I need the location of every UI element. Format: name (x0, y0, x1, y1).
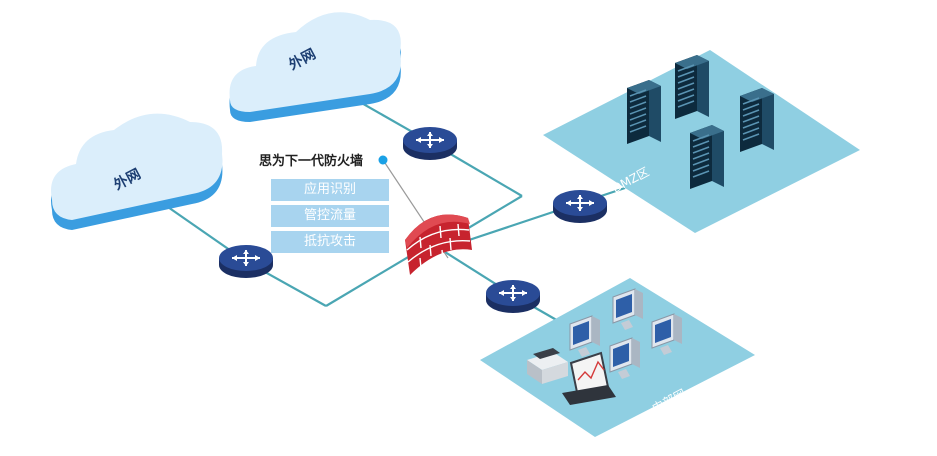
router-icon (218, 244, 274, 279)
dmz-zone: DMZ区 (543, 50, 860, 233)
link-up-to-firewall (325, 249, 421, 307)
feature-box-app-identification: 应用识别 (271, 179, 389, 201)
intranet-zone: 内部网 (480, 278, 755, 437)
printer-icon (527, 348, 568, 384)
feature-box-traffic-control: 管控流量 (271, 205, 389, 227)
router-icon (552, 189, 608, 224)
cloud-icon: 外网 (51, 113, 223, 230)
router-icon (402, 126, 458, 161)
cloud-icon: 外网 (229, 12, 401, 122)
server-rack-icon (739, 87, 775, 153)
laptop-icon (562, 351, 616, 405)
server-rack-icon (626, 79, 662, 145)
router-icon (485, 279, 541, 314)
server-rack-icon (674, 54, 710, 120)
feature-box-attack-defense: 抵抗攻击 (271, 231, 389, 253)
server-rack-icon (689, 124, 725, 190)
callout-dot (378, 155, 388, 165)
firewall-callout-label: 思为下一代防火墙 (259, 154, 364, 169)
firewall-icon (405, 214, 472, 275)
